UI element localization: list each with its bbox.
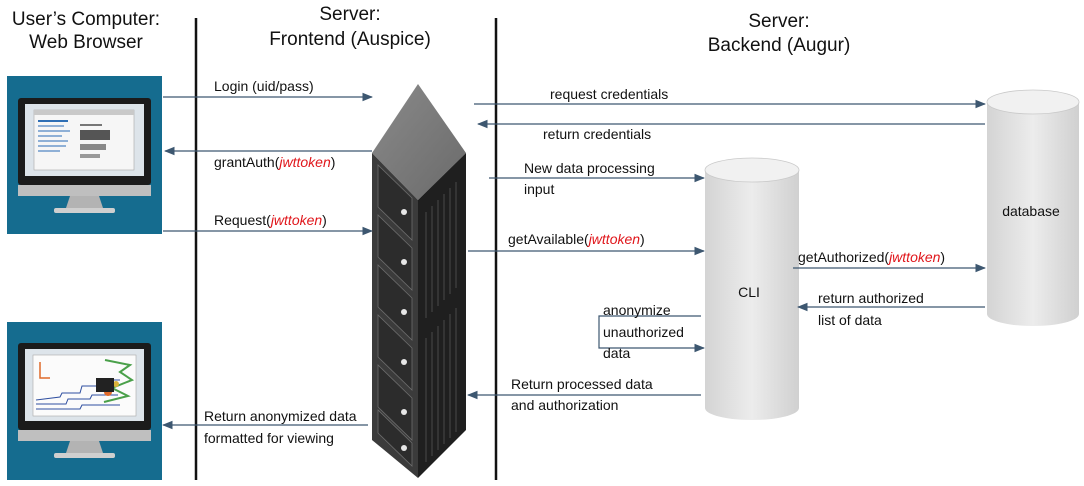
label-anonymize-1: anonymize: [603, 302, 671, 318]
client-column-header: User’s Computer: Web Browser: [12, 9, 160, 53]
computer-icon-login: [7, 76, 162, 234]
label-return-anonymized-1: Return anonymized data: [204, 408, 357, 424]
label-get-available: getAvailable(jwttoken): [508, 231, 645, 247]
server-rack-icon: [372, 84, 466, 478]
database-label: database: [1002, 203, 1060, 219]
label-request-credentials: request credentials: [550, 86, 668, 102]
label-anonymize-3: data: [603, 345, 630, 361]
arrows: [161, 92, 987, 430]
label-new-data-1: New data processing: [524, 160, 655, 176]
label-anonymize-2: unauthorized: [603, 324, 684, 340]
client-header-line1: User’s Computer:: [12, 9, 160, 30]
arrow-anonymize-loop: [598, 315, 706, 353]
label-return-authorized-2: list of data: [818, 312, 882, 328]
label-grant-auth: grantAuth(jwttoken): [214, 154, 335, 170]
frontend-header-line1: Server:: [319, 4, 380, 25]
backend-header-line1: Server:: [748, 11, 809, 32]
frontend-column-header: Server: Frontend (Auspice): [269, 4, 431, 50]
label-request: Request(jwttoken): [214, 212, 327, 228]
label-return-anonymized-2: formatted for viewing: [204, 430, 334, 446]
label-new-data-2: input: [524, 181, 554, 197]
cli-label: CLI: [738, 284, 760, 300]
frontend-header-line2: Frontend (Auspice): [269, 29, 431, 50]
backend-header-line2: Backend (Augur): [708, 35, 851, 56]
label-return-credentials: return credentials: [543, 126, 651, 142]
computer-icon-view: [7, 322, 162, 480]
label-return-processed-2: and authorization: [511, 397, 618, 413]
label-login: Login (uid/pass): [214, 78, 314, 94]
cli-cylinder: CLI: [704, 157, 800, 420]
label-return-processed-1: Return processed data: [511, 376, 653, 392]
label-get-authorized: getAuthorized(jwttoken): [798, 249, 945, 265]
database-cylinder: database: [986, 89, 1080, 326]
label-return-authorized-1: return authorized: [818, 290, 924, 306]
backend-column-header: Server: Backend (Augur): [708, 11, 851, 56]
client-header-line2: Web Browser: [29, 32, 143, 53]
